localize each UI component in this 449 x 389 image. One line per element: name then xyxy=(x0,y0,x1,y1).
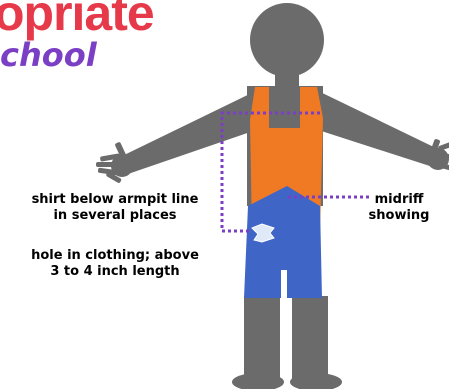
figure-left-arm xyxy=(118,88,262,174)
hole-label: hole in clothing; above 3 to 4 inch leng… xyxy=(4,248,226,280)
midriff-label: midriff showing xyxy=(360,192,438,224)
figure-right-arm xyxy=(312,88,442,168)
hole-label-line1: hole in clothing; above xyxy=(4,248,226,264)
hole-label-line2: 3 to 4 inch length xyxy=(4,264,226,280)
figure-left-leg xyxy=(244,296,280,380)
armpit-label: shirt below armpit line in several place… xyxy=(4,192,226,224)
midriff-label-line1: midriff xyxy=(360,192,438,208)
armpit-label-line1: shirt below armpit line xyxy=(4,192,226,208)
figure-right-leg xyxy=(292,296,328,380)
midriff-label-line2: showing xyxy=(360,208,438,224)
figure-head xyxy=(250,3,324,77)
armpit-label-line2: in several places xyxy=(4,208,226,224)
shorts xyxy=(244,186,322,298)
figure-right-hand xyxy=(427,138,449,170)
figure-left-hand xyxy=(96,142,133,184)
